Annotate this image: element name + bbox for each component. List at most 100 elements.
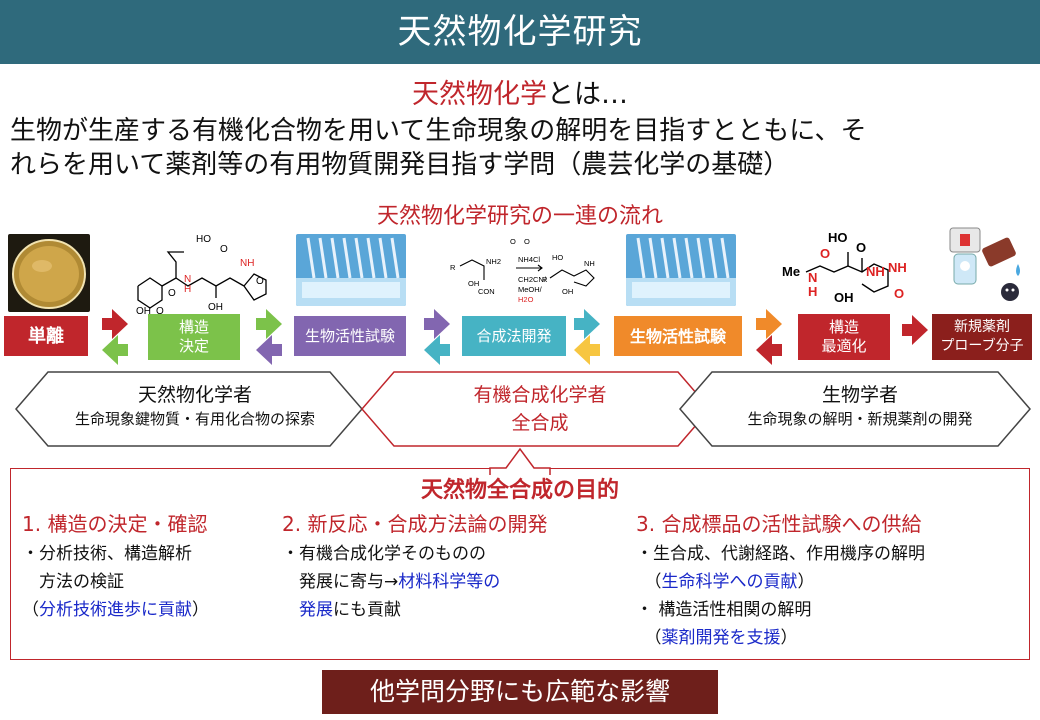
purpose-line: ・生合成、代謝経路、作用機序の解明	[636, 544, 925, 564]
step-label: プローブ分子	[940, 338, 1024, 354]
purpose-line: 発展にも貢献	[282, 600, 401, 620]
flow-arrows	[102, 309, 928, 365]
lane-label: 生物学者	[821, 384, 898, 406]
step-synthesis-development: 合成法開発	[462, 316, 566, 356]
purpose-line: 方法の検証	[22, 572, 124, 592]
atom-label: O	[524, 237, 530, 246]
title-bar	[0, 0, 1040, 64]
synthesis-scheme-image: O O R NH2 OH CON CH2CN/ MeOH/ H2O NH4Cl …	[450, 237, 595, 304]
definition-line: れらを用いて薬剤等の有用物質開発目指す学問（農芸化学の基礎）	[10, 150, 790, 180]
multichannel-pipette-image	[626, 234, 736, 306]
atom-label: O	[256, 276, 264, 287]
atom-label: NH	[888, 260, 907, 275]
arrow-right-icon	[424, 309, 450, 339]
atom-label: HO	[552, 253, 563, 262]
atom-label: CON	[478, 287, 495, 296]
definition-heading: 天然物化学とは…	[0, 72, 1040, 111]
atom-label: O	[168, 288, 176, 299]
step-label: 最適化	[821, 337, 867, 355]
lane-arrow-biologist	[679, 371, 1031, 447]
atom-label: OH	[136, 306, 151, 316]
step-bioassay-2: 生物活性試験	[614, 316, 742, 356]
page-title: 天然物化学研究	[397, 12, 643, 52]
medicine-illustration	[949, 227, 1020, 301]
atom-label: HO	[196, 234, 211, 245]
optimized-structure-image: HO O Me N H O OH NH NH O	[782, 230, 907, 305]
arrow-left-icon	[756, 335, 782, 365]
lane-sub: 生命現象鍵物質・有用化合物の探索	[74, 410, 315, 428]
atom-label: OH	[834, 290, 854, 305]
definition-term: 天然物化学	[412, 79, 547, 110]
step-label: 新規薬剤	[954, 319, 1010, 335]
atom-label: NH	[866, 264, 885, 279]
atom-label: NH	[240, 258, 254, 269]
purpose-line: ・有機合成化学そのものの	[282, 544, 486, 564]
definition-suffix: とは…	[547, 79, 628, 110]
purpose-contribution: 分析技術進歩に貢献	[39, 600, 192, 620]
role-lanes	[15, 371, 1031, 447]
purpose-contribution: 薬剤開発を支援	[661, 628, 781, 648]
atom-label: OH	[468, 279, 479, 288]
purpose-line: （薬剤開発を支援）	[636, 628, 798, 648]
purpose-line: ・ 構造活性相関の解明	[636, 600, 812, 620]
atom-label: H2O	[518, 295, 534, 304]
atom-label: OH	[562, 287, 573, 296]
step-label: 構造	[178, 318, 209, 336]
purpose-line: （分析技術進歩に貢献）	[22, 600, 209, 620]
flow-title: 天然物化学研究の一連の流れ	[376, 204, 663, 229]
atom-label: H	[184, 284, 191, 295]
purpose-heading: 2. 新反応・合成方法論の開発	[282, 512, 548, 536]
atom-label: O	[820, 246, 830, 261]
atom-label: O	[510, 237, 516, 246]
purpose-heading: 3. 合成標品の活性試験への供給	[636, 512, 922, 536]
purpose-text: ・有機合成化学そのものの 発展に寄与→材料科学等の 発展にも貢献	[282, 540, 500, 624]
atom-label: N	[184, 274, 191, 285]
lane-label: 天然物化学者	[137, 384, 252, 406]
multichannel-pipette-image	[296, 234, 406, 306]
atom-label: MeOH/	[518, 285, 543, 294]
impact-banner: 他学問分野にも広範な影響	[322, 670, 718, 714]
up-arrow-icon	[489, 447, 551, 475]
step-bioassay-1: 生物活性試験	[294, 316, 406, 356]
arrow-right-icon	[902, 315, 928, 345]
purpose-contribution: 発展	[282, 600, 333, 620]
atom-label: OH	[208, 302, 223, 313]
atom-label: HO	[828, 230, 848, 245]
atom-label: H	[808, 284, 817, 299]
step-structure-optimization: 構造 最適化	[798, 314, 890, 360]
atom-label: R	[450, 263, 456, 272]
lane-label: 有機合成化学者	[473, 384, 607, 406]
arrow-right-icon	[756, 309, 782, 339]
step-isolation: 単離	[4, 316, 88, 356]
purpose-contribution: 生命科学への貢献	[661, 572, 798, 592]
atom-label: R	[542, 275, 548, 284]
purpose-box	[10, 468, 1030, 660]
lane-sub: 生命現象の解明・新規薬剤の開発	[747, 410, 973, 428]
purpose-heading: 1. 構造の決定・確認	[22, 512, 208, 536]
arrow-right-icon	[102, 309, 128, 339]
atom-label: O	[220, 244, 228, 255]
purpose-contribution: 材料科学等の	[398, 572, 501, 592]
arrow-left-icon	[574, 335, 600, 365]
step-structure-determination: 構造 決定	[148, 314, 240, 360]
arrow-left-icon	[424, 335, 450, 365]
atom-label: CH2CN/	[518, 275, 547, 284]
atom-label: NH	[584, 259, 595, 268]
step-label: 構造	[828, 318, 859, 336]
natural-product-structure-image: HO O N H NH OH O OH O O	[136, 234, 267, 316]
purpose-line: 発展に寄与→材料科学等の	[282, 572, 501, 592]
arrow-right-icon	[256, 309, 282, 339]
atom-label: NH2	[486, 257, 501, 266]
atom-label: O	[856, 240, 866, 255]
definition-line: 生物が生産する有機化合物を用いて生命現象の解明を目指すとともに、そ	[10, 116, 867, 146]
definition-body: 生物が生産する有機化合物を用いて生命現象の解明を目指すとともに、そ れらを用いて…	[10, 114, 1030, 182]
atom-label: O	[156, 306, 164, 316]
petri-dish-image	[8, 234, 90, 312]
arrow-left-icon	[102, 335, 128, 365]
atom-label: Me	[782, 264, 800, 279]
purpose-line: ・分析技術、構造解析	[22, 544, 192, 564]
atom-label: O	[894, 286, 904, 301]
atom-label: N	[808, 270, 817, 285]
purpose-line: （生命科学への貢献）	[636, 572, 815, 592]
atom-label: NH4Cl	[518, 255, 540, 264]
